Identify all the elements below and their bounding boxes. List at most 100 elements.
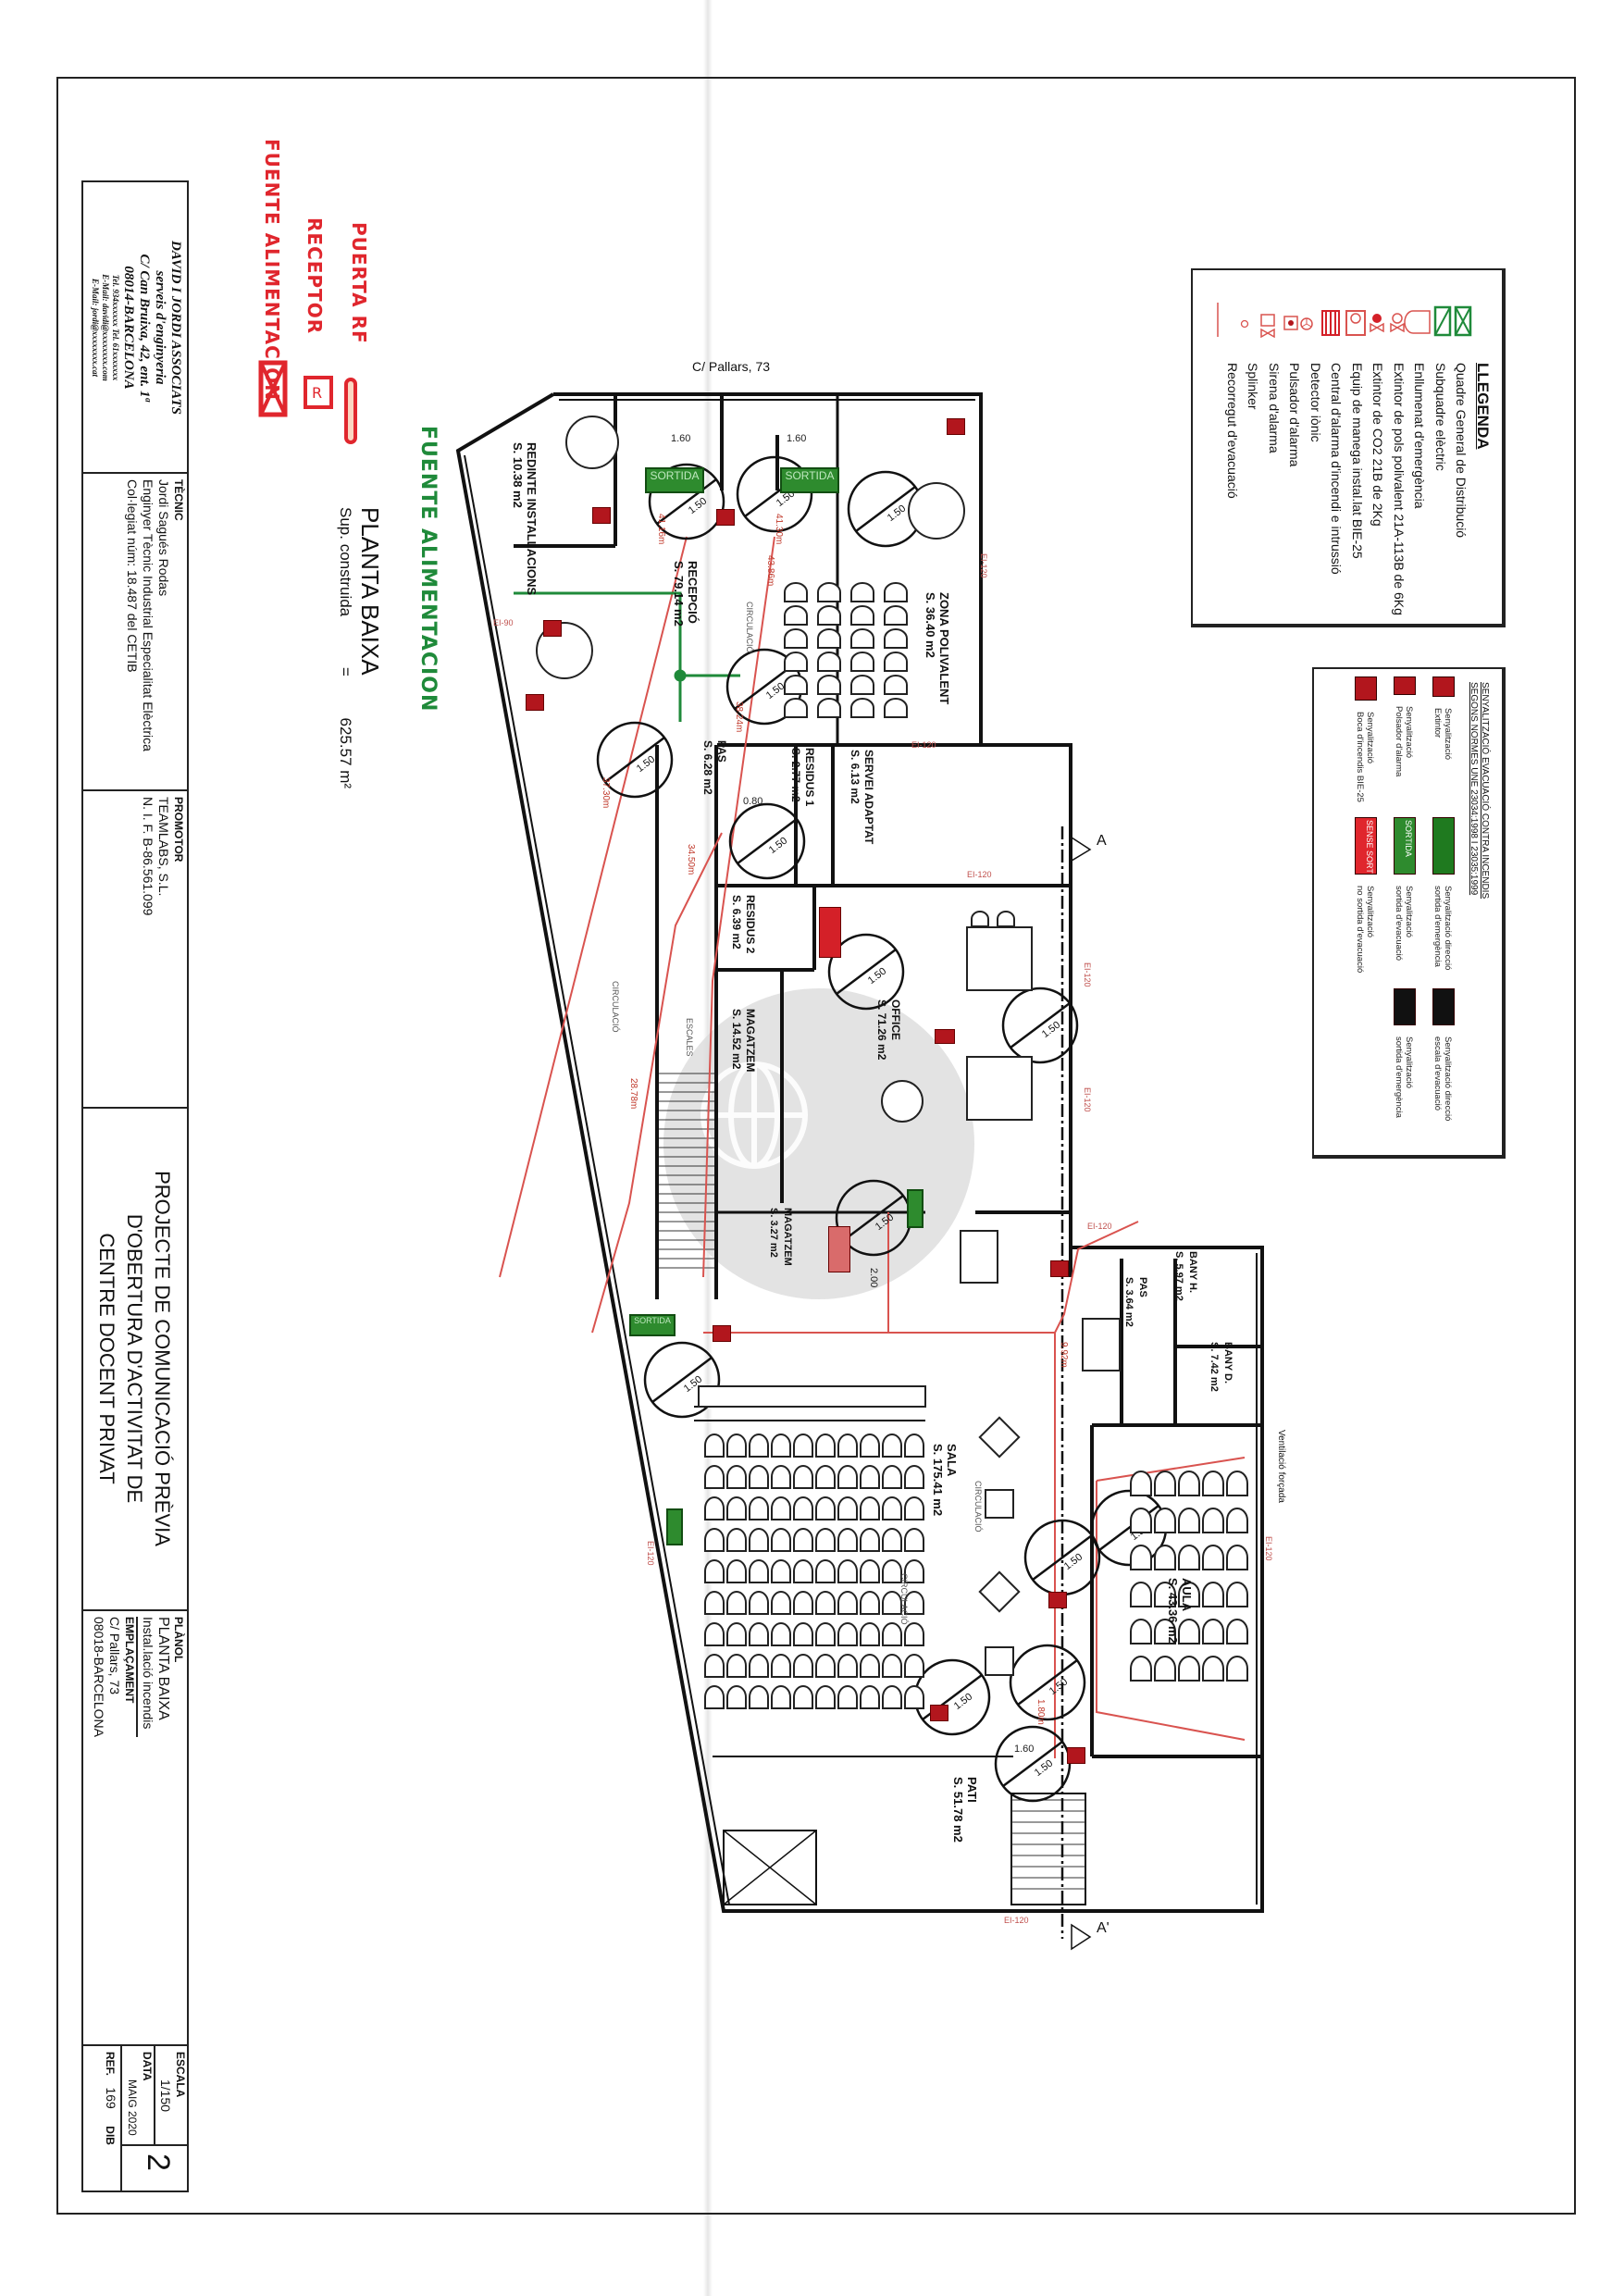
room-area: S. 3.64 m2 [1123, 1277, 1134, 1327]
legend-item: Quadre General de Distribució [1454, 363, 1469, 539]
seat [793, 1433, 813, 1458]
seat [793, 1465, 813, 1489]
extinguisher-sign [543, 620, 562, 637]
seat [815, 1559, 836, 1583]
seat [815, 1465, 836, 1489]
signage-sign-text: SENSE SORTIDA [1365, 820, 1374, 875]
seat [837, 1622, 858, 1646]
turning-circle-diameter [1002, 1741, 1063, 1787]
seat [704, 1559, 725, 1583]
door-width: 1.60 [671, 433, 691, 444]
ionic-detector-icon [1300, 317, 1313, 330]
siren-icon [1260, 314, 1275, 339]
seat [837, 1591, 858, 1615]
sprinkler-icon [1240, 319, 1249, 329]
room-area: S. 6.28 m2 [701, 740, 714, 795]
seat [793, 1496, 813, 1520]
signage-legend: SENYALITZACIÓ EVACUACIÓ CONTRA INCENDIS … [1312, 667, 1506, 1159]
room-name: SERVEI ADAPTAT [862, 750, 875, 845]
seat [1226, 1508, 1248, 1533]
legend-item: Sirena d'alarma [1266, 363, 1282, 453]
circulation-label: CIRCULACIÓ [611, 981, 620, 1033]
legend-item: Enllumenat d'emergència [1412, 363, 1427, 509]
signage-label-line: Senyalització [1404, 706, 1414, 758]
lift-shaft [723, 1830, 817, 1905]
seat [784, 628, 808, 649]
seat [850, 605, 874, 626]
seat [793, 1622, 813, 1646]
turning-circle [736, 455, 813, 533]
signage-title: SENYALITZACIÓ EVACUACIÓ CONTRA INCENDIS … [1468, 682, 1490, 899]
alarm-button-sign [716, 509, 735, 526]
extinguisher-sign [1050, 1260, 1069, 1277]
hose-reel-icon [1345, 310, 1366, 336]
seat [1154, 1582, 1176, 1607]
emergency-light-icon [1404, 310, 1431, 334]
seat [704, 1496, 725, 1520]
seat [1178, 1619, 1200, 1644]
seat [837, 1496, 858, 1520]
legend-title: LLEGENDA [1474, 363, 1492, 450]
seating [704, 582, 1248, 1709]
turning-circle [728, 802, 806, 880]
seat [784, 652, 808, 672]
seat [1154, 1656, 1176, 1682]
evacuation-distance: 9.92m [1059, 1342, 1069, 1368]
seat [1178, 1545, 1200, 1570]
title-block-planol: PLÀNOL PLANTA BAIXA Instal.lació incendi… [83, 1611, 187, 2046]
room-name: MAGATZEM [744, 1009, 757, 1073]
evacuation-distance: 28.78m [628, 1078, 638, 1110]
seat [837, 1559, 858, 1583]
watermark-globe-icon [700, 1061, 808, 1169]
seat [904, 1433, 924, 1458]
seat [815, 1654, 836, 1678]
seat [815, 1685, 836, 1709]
seat [726, 1559, 747, 1583]
seat [882, 1559, 902, 1583]
seat [837, 1654, 858, 1678]
seat [771, 1654, 791, 1678]
circulation-label: CIRCULACIÓ [745, 602, 754, 653]
seat [726, 1654, 747, 1678]
seat [884, 698, 908, 718]
seat [1178, 1582, 1200, 1607]
room-name: RESIDUS 1 [803, 748, 816, 807]
seat [771, 1465, 791, 1489]
seat [837, 1528, 858, 1552]
evacuation-distance: 43.86m [765, 555, 775, 587]
seat [1178, 1656, 1200, 1682]
seat [771, 1559, 791, 1583]
seat [771, 1591, 791, 1615]
seat [704, 1465, 725, 1489]
room-area: S. 51.78 m2 [951, 1777, 965, 1843]
signage-label-line: Polsador d'alarma [1394, 706, 1404, 777]
seat [860, 1685, 880, 1709]
drawing-frame [56, 77, 1576, 2215]
legend-item: Extintor de pols polivalent 21A-113B de … [1391, 363, 1407, 615]
room-area: S. 79.14 m2 [672, 561, 686, 627]
seat [726, 1591, 747, 1615]
signage-title-line: SEGONS NORMES UNE 23034:1998 I 23035:199… [1469, 682, 1479, 896]
seat [1130, 1471, 1152, 1496]
turning-circle-diameter [843, 1195, 904, 1241]
seat [784, 698, 808, 718]
extinguisher-sign [930, 1705, 948, 1721]
seat [837, 1685, 858, 1709]
title-block-project: PROJECTE DE COMUNICACIÓ PRÈVIA D'OBERTUR… [83, 1109, 187, 1611]
trees [536, 416, 965, 679]
seat [1202, 1619, 1224, 1644]
seat [817, 652, 841, 672]
room-name: PAS [715, 740, 728, 763]
stairs [1010, 1793, 1086, 1905]
ventilation-label: Ventilació forçada [1276, 1430, 1286, 1503]
signage-title-line: SENYALITZACIÓ EVACUACIÓ CONTRA INCENDIS [1480, 682, 1490, 900]
seat [793, 1654, 813, 1678]
